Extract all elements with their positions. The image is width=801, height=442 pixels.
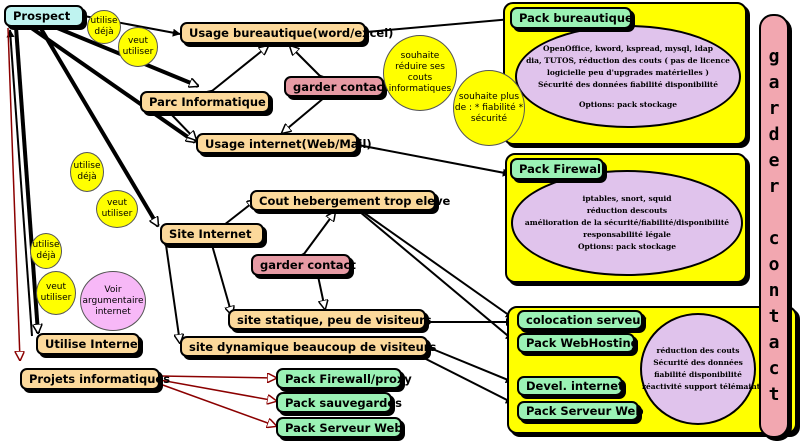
pack-firewall-title[interactable]: Pack Firewall [510,158,605,180]
banner-letter: c [768,358,780,379]
detail-line: amélioration de la sécurité/fiabilité/di… [524,218,730,227]
pack-webhosting[interactable]: Pack WebHosting [517,333,639,353]
usage-internet-node[interactable]: Usage internet(Web/Mail) [196,133,372,154]
bubble-veut-utiliser: veut utiliser [96,190,138,228]
link-site-statique [212,245,232,315]
link-parc-usage-bureautique [212,46,268,91]
detail-line: Options: pack stockage [578,242,676,251]
link-bureautique-pack [365,15,513,33]
banner-letter: r [768,98,780,119]
garder-contact-node-2[interactable]: garder contact [251,254,356,276]
banner-letter: c [768,228,780,249]
banner-letter: a [768,72,780,93]
link-parc-usage-internet [169,112,196,140]
bubble-veut-utiliser: veut utiliser [36,271,76,315]
cout-hebergement-node[interactable]: Cout hebergement trop eleve [250,190,450,211]
projets-informatiques-node[interactable]: Projets informatiques [20,368,170,390]
banner-letter: g [768,46,780,67]
usage-bureautique-node[interactable]: Usage bureautique(word/excel) [180,22,393,44]
devel-internet[interactable]: Devel. internet [517,376,624,396]
banner-letter: t [768,306,780,327]
detail-line: dia, TUTOS, réduction des couts ( pas de… [526,55,730,65]
banner-letter: r [768,176,780,197]
banner-letter: e [768,150,780,171]
bubble-voir-argumentaire[interactable]: Voir argumentaire internet [80,271,146,331]
link-utilise-to-prospect [6,29,33,337]
link-garder-statique [318,276,325,309]
site-statique-node[interactable]: site statique, peu de visiteurs [228,309,432,330]
garder-contact-node-1[interactable]: garder contact [284,76,389,97]
pack-bureautique-details: OpenOffice, kword, kspread, mysql, ldap … [515,25,741,128]
site-internet-node[interactable]: Site Internet [160,223,264,245]
detail-line: Sécurité des données fiabilité disponibi… [537,79,719,89]
link-dynamique-devel [429,347,514,383]
detail-line: Sécurité des données [653,358,743,367]
banner-letter: d [768,124,780,145]
link-projets-firewall [160,376,276,378]
bubble-utilise-deja: utilise déjà [30,233,62,269]
banner-letter: a [768,332,780,353]
pack-firewall-details: iptables, snort, squid réduction descout… [511,170,743,276]
link-prospect-usage-internet [28,25,195,144]
pack-serveur-web-node[interactable]: Pack Serveur Web [276,417,403,438]
pack-firewall-proxy-node[interactable]: Pack Firewall/proxy [276,368,412,389]
detail-line: réduction descouts [586,206,668,215]
link-cout-colocation [357,207,514,319]
detail-line: OpenOffice, kword, kspread, mysql, ldap [543,43,713,53]
detail-line: fiabilité disponibilité [654,370,742,379]
pack-serveur-web-right[interactable]: Pack Serveur Web [517,401,644,421]
link-garder-usage-bureautique [290,46,320,76]
banner-letter: o [768,254,780,275]
link-projets-serveur-web [160,384,276,426]
detail-line [517,91,739,99]
detail-line: iptables, snort, squid [582,194,672,203]
link-prospect-utilise-internet [14,26,38,333]
parc-informatique-node[interactable]: Parc Informatique [140,91,270,113]
prospect-node[interactable]: Prospect [4,5,84,27]
bubble-utilise-deja: utilise déjà [87,10,121,44]
detail-line: réactivité support télémaintenance [642,382,791,391]
detail-line: Options: pack stockage [579,99,677,109]
colocation-serveur[interactable]: colocation serveur [517,310,646,330]
detail-line: logicielle peu d'upgrades matérielles ) [547,67,709,77]
bubble-reduire-couts: souhaite réduire ses couts informatiques [383,35,457,111]
link-site-dynamique [165,244,180,343]
banner-letter: n [768,280,780,301]
link-garder-usage-internet [282,97,325,133]
link-garder-cout [304,212,335,254]
detail-line: réduction des couts [656,346,740,355]
detail-line: responsabilité légale [583,230,671,239]
site-dynamique-node[interactable]: site dynamique beaucoup de visiteurs [180,336,436,357]
garder-contact-banner[interactable]: g a r d e r c o n t a c t [759,14,789,438]
link-internet-pack-firewall [357,144,511,177]
pack-hosting-details: réduction des couts Sécurité des données… [640,313,791,425]
bubble-utilise-deja: utilise déjà [70,152,104,192]
pack-bureautique-title[interactable]: Pack bureautique [510,7,633,29]
bubble-veut-utiliser: veut utiliser [118,27,158,67]
banner-letter: t [768,384,780,405]
link-dynamique-serveur [419,355,514,404]
link-prospect-site [38,25,160,226]
utilise-internet-node[interactable]: Utilise Internet [36,333,143,355]
pack-sauvegardes-node[interactable]: Pack sauvegardes [276,392,402,413]
link-prospect-projets [7,27,20,360]
bubble-fiabilite-securite: souhaite plus de : * fiabilité * sécurit… [453,70,525,146]
